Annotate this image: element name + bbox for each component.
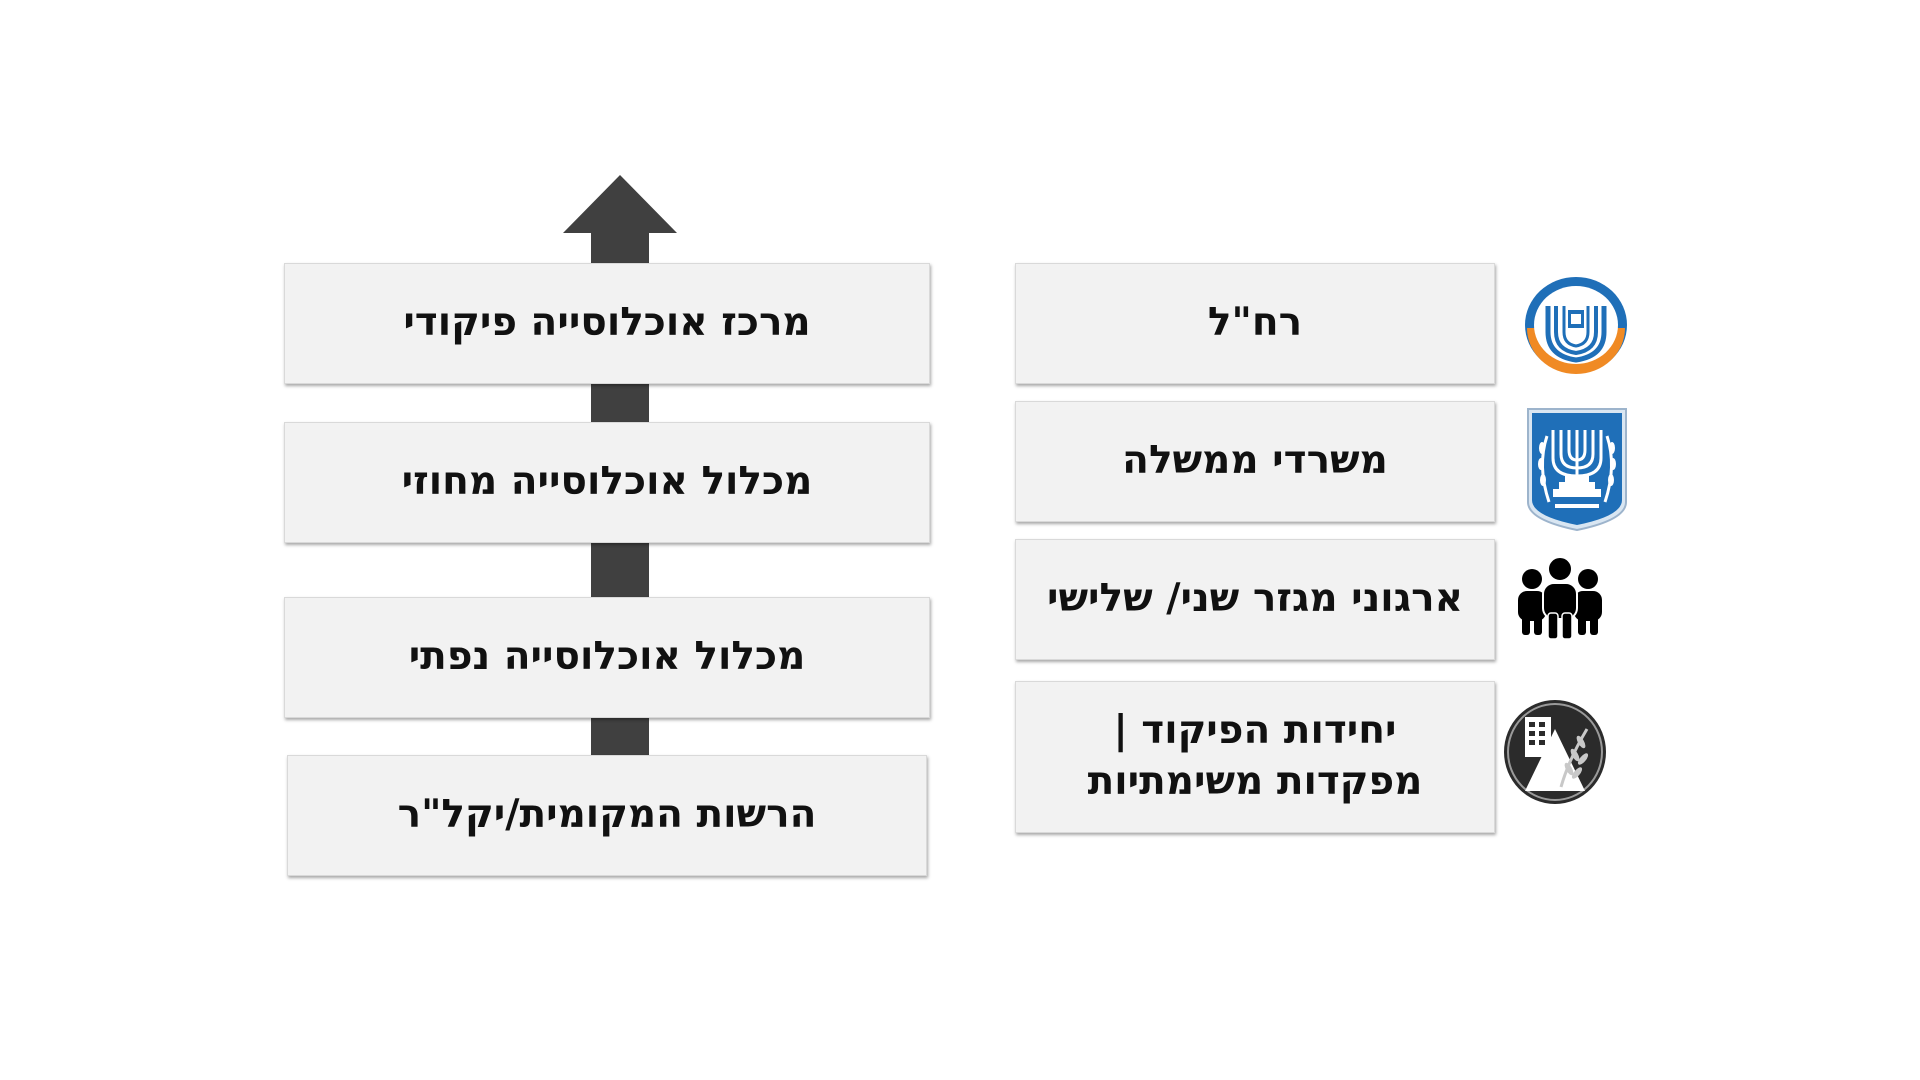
- state-emblem-menorah-icon: [1525, 406, 1629, 532]
- partner-label-line-2: מפקדות משימתיות: [1087, 759, 1423, 804]
- step-box-sub-district-population-unit: מכלול אוכלוסייה נפתי: [284, 597, 930, 718]
- step-label: הרשות המקומית/יקל"ר: [397, 792, 817, 838]
- people-group-icon: [1512, 555, 1608, 641]
- partner-label: ארגוני מגזר שני/ שלישי: [1047, 576, 1463, 622]
- step-label: מרכז אוכלוסייה פיקודי: [403, 300, 811, 346]
- arrow-head: [563, 175, 677, 233]
- step-box-command-population-center: מרכז אוכלוסייה פיקודי: [284, 263, 930, 384]
- partner-box-emergency-authority: רח"ל: [1015, 263, 1495, 384]
- step-label: מכלול אוכלוסייה נפתי: [408, 634, 806, 680]
- partner-box-second-third-sector: ארגוני מגזר שני/ שלישי: [1015, 539, 1495, 660]
- emergency-authority-emblem-icon: [1524, 276, 1628, 374]
- step-box-district-population-unit: מכלול אוכלוסייה מחוזי: [284, 422, 930, 543]
- step-label: מכלול אוכלוסייה מחוזי: [401, 459, 813, 505]
- home-front-command-emblem-icon: [1503, 699, 1607, 805]
- partner-box-government-ministries: משרדי ממשלה: [1015, 401, 1495, 522]
- partner-label: רח"ל: [1207, 300, 1303, 346]
- partner-box-command-units: יחידות הפיקוד | מפקדות משימתיות: [1015, 681, 1495, 833]
- step-box-local-authority: הרשות המקומית/יקל"ר: [287, 755, 927, 876]
- partner-label-line-1: יחידות הפיקוד |: [1113, 708, 1397, 754]
- partner-label: משרדי ממשלה: [1122, 438, 1388, 484]
- partner-label-group: יחידות הפיקוד | מפקדות משימתיות: [1088, 706, 1423, 807]
